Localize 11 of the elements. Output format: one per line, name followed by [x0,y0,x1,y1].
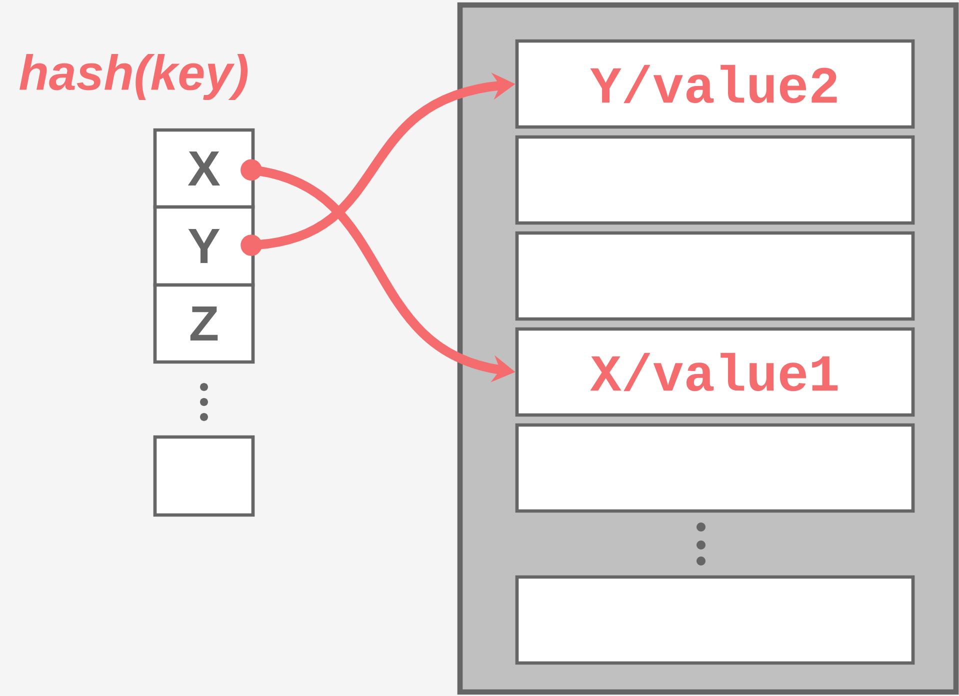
slot-box [515,423,915,513]
cell-box: Z [153,283,255,364]
slot-box: X/value1 [515,327,915,417]
slot-box [515,575,915,665]
cell-box [153,435,255,517]
slot-box: Y/value2 [515,39,915,129]
slot-box [515,135,915,225]
function-label: hash(key) [20,54,248,100]
cell-box: Y [153,205,255,287]
cell-box: X [153,128,255,209]
slot-box [515,231,915,321]
